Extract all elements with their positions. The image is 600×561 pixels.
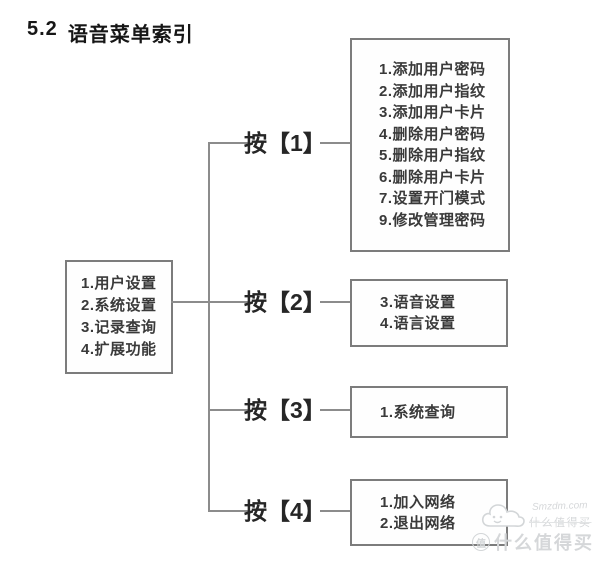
submenu-item: 1.添加用户密码	[379, 61, 486, 78]
section-number: 5.2	[27, 18, 58, 40]
branch4-right-connector-line	[320, 510, 350, 512]
trunk-connector-line	[208, 142, 210, 512]
branch3-right-connector-line	[320, 409, 350, 411]
branch2-right-connector-line	[320, 301, 350, 303]
submenu-item: 6.删除用户卡片	[379, 168, 486, 186]
root-menu-item: 1.用户设置	[81, 275, 157, 292]
submenu-item: 1.系统查询	[380, 403, 456, 421]
submenu-item: 3.添加用户卡片	[379, 104, 486, 121]
branch-label-key1: 按【1】	[244, 130, 326, 156]
submenu-item: 7.设置开门模式	[379, 190, 486, 207]
submenu-item: 1.加入网络	[380, 493, 456, 511]
branch1-left-connector-line	[208, 142, 248, 144]
submenu-box-key2: 3.语音设置 4.语言设置	[350, 279, 508, 347]
watermark-small-text: 什么值得买	[529, 517, 592, 529]
submenu-item: 4.删除用户密码	[379, 125, 486, 143]
watermark-site-name: 什么值得买	[494, 533, 594, 553]
branch-label-key4: 按【4】	[244, 498, 326, 524]
branch-label-key2: 按【2】	[244, 289, 326, 315]
root-to-trunk-connector-line	[171, 301, 248, 303]
submenu-item: 2.添加用户指纹	[379, 82, 486, 100]
submenu-box-key3: 1.系统查询	[350, 386, 508, 438]
root-menu-item: 3.记录查询	[81, 319, 157, 336]
branch3-left-connector-line	[208, 409, 248, 411]
submenu-item: 4.语言设置	[380, 315, 456, 332]
section-title: 5.2 语音菜单索引	[27, 18, 194, 47]
submenu-item: 9.修改管理密码	[379, 211, 486, 229]
submenu-box-key4: 1.加入网络 2.退出网络	[350, 479, 508, 546]
submenu-item: 3.语音设置	[380, 294, 456, 311]
branch1-right-connector-line	[320, 142, 350, 144]
branch-label-key3: 按【3】	[244, 397, 326, 423]
root-menu-item: 2.系统设置	[81, 297, 157, 314]
section-title-text: 语音菜单索引	[67, 24, 194, 46]
root-menu-item: 4.扩展功能	[81, 341, 157, 358]
branch4-left-connector-line	[208, 510, 248, 512]
root-menu-box: 1.用户设置 2.系统设置 3.记录查询 4.扩展功能	[65, 260, 173, 374]
submenu-box-key1: 1.添加用户密码 2.添加用户指纹 3.添加用户卡片 4.删除用户密码 5.删除…	[350, 38, 510, 252]
submenu-item: 2.退出网络	[380, 514, 456, 532]
submenu-item: 5.删除用户指纹	[379, 147, 486, 164]
watermark-script-text: Smzdm.com	[531, 500, 588, 513]
